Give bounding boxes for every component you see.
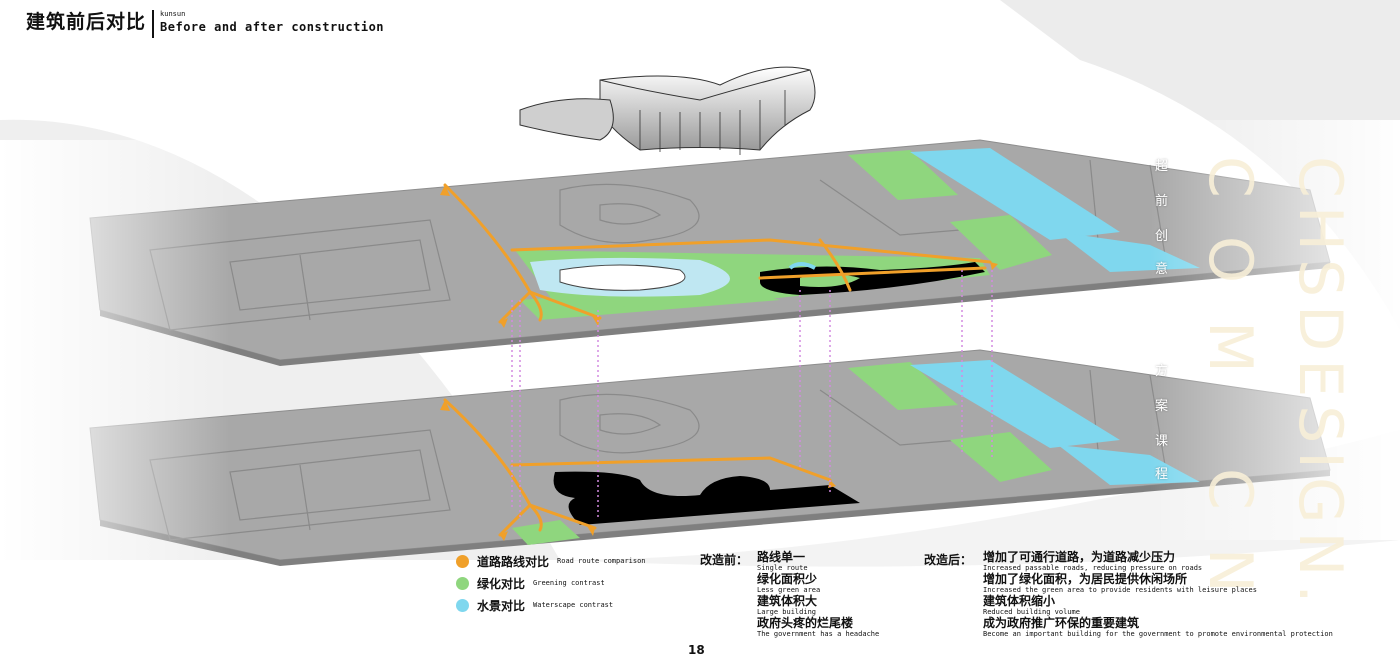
after-green-1 <box>848 150 958 200</box>
header: 建筑前后对比 kunsun Before and after construct… <box>26 10 384 38</box>
before-green-3 <box>512 520 580 545</box>
after-item: 成为政府推广环保的重要建筑 Become an important buildi… <box>983 617 1333 639</box>
legend-label-zh: 道路路线对比 <box>477 554 550 569</box>
green-color-dot <box>456 576 469 590</box>
after-item-en: Increased the green area to provide resi… <box>983 586 1257 594</box>
road-color-dot <box>456 554 469 568</box>
after-list: 增加了可通行道路，为道路减少压力 Increased passable road… <box>983 551 1333 639</box>
before-item: 绿化面积少 Less green area <box>757 573 879 595</box>
water-color-dot <box>456 598 469 612</box>
after-item-en: Reduced building volume <box>983 608 1080 616</box>
after-item-zh: 增加了可通行道路，为道路减少压力 <box>983 550 1176 564</box>
side-char: 课 <box>1155 434 1169 449</box>
after-green-2 <box>950 215 1052 270</box>
before-item: 建筑体积大 Large building <box>757 595 879 617</box>
legend-label-en: Greening contrast <box>533 579 605 587</box>
before-green-2 <box>950 432 1052 482</box>
after-item-zh: 成为政府推广环保的重要建筑 <box>983 616 1140 630</box>
side-char: 方 <box>1155 364 1169 379</box>
legend-item-water: 水景对比 Waterscape contrast <box>456 594 646 616</box>
side-char: 超 <box>1155 159 1169 174</box>
legend-label-zh: 绿化对比 <box>477 576 526 591</box>
before-green-1 <box>848 362 958 410</box>
page-title-zh: 建筑前后对比 <box>26 11 147 33</box>
side-char: 创 <box>1155 229 1169 244</box>
after-item: 增加了可通行道路，为道路减少压力 Increased passable road… <box>983 551 1333 573</box>
after-item-en: Become an important building for the gov… <box>983 630 1333 638</box>
before-item: 路线单一 Single route <box>757 551 879 573</box>
after-item-zh: 增加了绿化面积，为居民提供休闲场所 <box>983 572 1188 586</box>
after-item: 增加了绿化面积，为居民提供休闲场所 Increased the green ar… <box>983 573 1333 595</box>
before-item-zh: 建筑体积大 <box>757 594 818 608</box>
header-small-label: kunsun <box>160 10 186 18</box>
after-item: 建筑体积缩小 Reduced building volume <box>983 595 1333 617</box>
side-char: 案 <box>1155 399 1169 414</box>
legend-item-road: 道路路线对比 Road route comparison <box>456 550 646 572</box>
after-title: 改造后： <box>924 553 973 567</box>
legend-label-zh: 水景对比 <box>477 598 526 613</box>
side-char: 意 <box>1155 262 1169 277</box>
before-item-zh: 绿化面积少 <box>757 572 818 586</box>
after-item-zh: 建筑体积缩小 <box>983 594 1056 608</box>
watermark-2: COM CN <box>1195 156 1265 631</box>
page-title-en: Before and after construction <box>160 20 385 34</box>
legend-label-en: Waterscape contrast <box>533 601 614 609</box>
floating-building <box>519 66 816 155</box>
bg-swoosh-right <box>1000 0 1400 330</box>
dashed-connectors <box>511 270 993 520</box>
after-water-1 <box>910 148 1120 240</box>
before-title: 改造前： <box>700 553 749 567</box>
page-number: 18 <box>688 643 705 657</box>
legend-item-green: 绿化对比 Greening contrast <box>456 572 646 594</box>
before-item: 政府头疼的烂尾楼 The government has a headache <box>757 617 879 639</box>
before-item-en: The government has a headache <box>757 630 880 638</box>
side-char: 前 <box>1155 194 1169 209</box>
legend-label-en: Road route comparison <box>557 557 646 565</box>
before-item-zh: 路线单一 <box>757 550 806 564</box>
header-divider <box>152 10 155 38</box>
before-item-en: Large building <box>757 608 817 616</box>
before-item-zh: 政府头疼的烂尾楼 <box>757 616 854 630</box>
side-char: 程 <box>1155 467 1169 482</box>
after-item-en: Increased passable roads, reducing press… <box>983 564 1203 572</box>
before-item-en: Single route <box>757 564 808 572</box>
slab-after <box>89 139 1331 366</box>
watermark-1: CHSDESIGN. <box>1285 156 1355 612</box>
legend: 道路路线对比 Road route comparison 绿化对比 Greeni… <box>456 550 646 616</box>
slab-before <box>89 349 1331 566</box>
before-building-footprint <box>553 471 860 525</box>
before-item-en: Less green area <box>757 586 821 594</box>
before-list: 路线单一 Single route 绿化面积少 Less green area … <box>757 551 879 639</box>
